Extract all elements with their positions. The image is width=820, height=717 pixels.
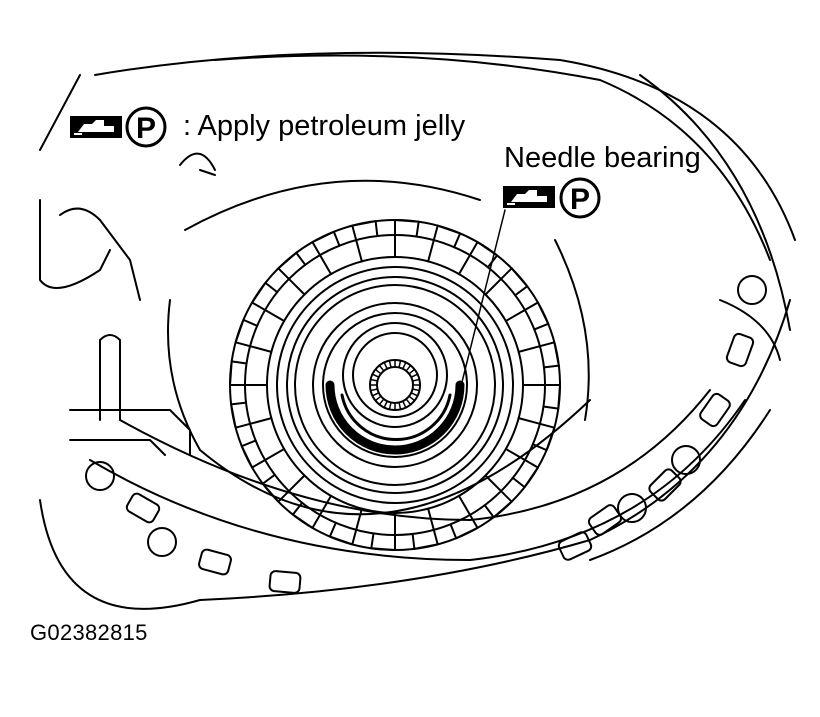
spline-tab: [531, 422, 556, 452]
bearing-needle: [411, 378, 421, 382]
callout-grease-gun-icon: [503, 186, 555, 208]
bolt-holes: [85, 275, 767, 557]
hub-assembly: [312, 302, 478, 468]
spline-tab: [240, 439, 267, 469]
spline-tab: [538, 341, 560, 369]
bearing-needle: [371, 392, 380, 397]
spline-rib: [427, 239, 435, 263]
spline-rib: [355, 239, 363, 263]
spline-tab: [230, 401, 252, 429]
svg-text:P: P: [136, 112, 156, 145]
spline-rib: [249, 345, 273, 353]
bearing-needle: [374, 395, 382, 402]
spline-tab: [511, 459, 539, 489]
case-inner-arc: [167, 179, 591, 516]
spline-rib: [517, 345, 541, 353]
callout-p-symbol: P: [559, 177, 601, 219]
spline-rib: [264, 448, 286, 461]
spline-rib: [264, 309, 286, 322]
bearing-needle: [405, 398, 412, 406]
bearing-needle: [408, 368, 416, 375]
spline-rib: [249, 417, 273, 425]
bearing-needle: [369, 388, 379, 392]
left-bracket: [39, 152, 216, 456]
spline-tab: [449, 513, 479, 540]
spline-rib: [287, 474, 306, 493]
spline-rib: [287, 277, 306, 296]
bearing-needle: [402, 361, 407, 370]
bearing-needle: [383, 361, 388, 370]
needle-bearing-label: Needle bearing: [504, 142, 701, 174]
spline-rib: [484, 474, 503, 493]
spline-tab: [500, 267, 529, 297]
bearing-needle: [383, 400, 388, 409]
spline-rib: [484, 277, 503, 296]
spline-tab: [523, 301, 550, 331]
bearing-needle: [388, 401, 392, 411]
bearing-needle: [411, 388, 421, 392]
spline-rib: [517, 417, 541, 425]
figure-id: G02382815: [30, 620, 148, 645]
spline-rib: [319, 254, 332, 276]
bearing-needle: [402, 400, 407, 409]
legend-p-symbol: P: [125, 106, 167, 148]
spline-tab: [311, 230, 341, 257]
bearing-needle: [398, 401, 402, 411]
spline-rib: [504, 309, 526, 322]
bearing-needle: [369, 378, 379, 382]
legend-text: : Apply petroleum jelly: [183, 110, 466, 142]
svg-text:P: P: [570, 183, 590, 216]
flange-slots: [125, 332, 755, 594]
spline-tab: [328, 521, 358, 546]
bearing-needle: [374, 368, 382, 375]
spline-tab: [370, 532, 396, 551]
spline-rib: [458, 494, 471, 516]
spline-tab: [234, 318, 259, 348]
bearing-needle: [388, 359, 392, 369]
bearing-needle: [410, 373, 419, 378]
housing-outline: [39, 51, 796, 331]
spline-tab: [432, 224, 462, 249]
bearing-needle: [405, 364, 412, 372]
drum-splines: [229, 219, 561, 551]
spline-rib: [504, 448, 526, 461]
spline-rib: [427, 507, 435, 531]
bearing-needle: [378, 398, 385, 406]
spline-tab: [251, 281, 279, 311]
bearing-needle: [371, 373, 380, 378]
spline-tab: [542, 384, 561, 410]
spline-tab: [351, 220, 379, 242]
spline-tab: [411, 528, 439, 550]
spline-rib: [355, 507, 363, 531]
bearing-needle: [378, 364, 385, 372]
bearing-needle: [398, 359, 402, 369]
spline-tab: [291, 501, 321, 529]
spline-tab: [394, 219, 420, 238]
spline-tab: [261, 473, 290, 503]
spline-rib: [458, 254, 471, 276]
spline-tab: [229, 360, 248, 386]
legend-grease-gun-icon: [70, 116, 122, 138]
spline-tab: [483, 490, 513, 519]
bearing-needle: [410, 392, 419, 397]
bearing-needle: [408, 395, 416, 402]
leader-line: [461, 209, 506, 383]
needle-bearing: [325, 359, 465, 455]
spline-rib: [319, 494, 332, 516]
spline-tab: [277, 251, 307, 280]
